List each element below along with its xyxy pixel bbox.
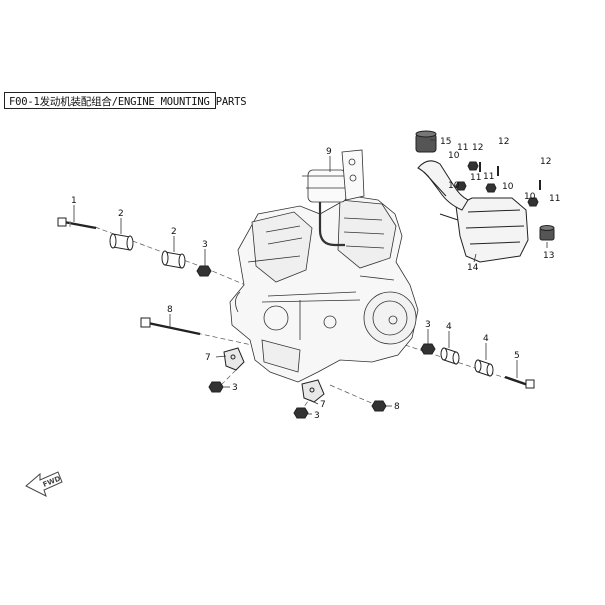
callout-c11d: 11: [549, 194, 560, 204]
callout-c7b: 7: [320, 400, 326, 410]
bolt-5: [504, 375, 535, 389]
callout-c1: 1: [71, 196, 77, 206]
engine-assembly: [229, 149, 419, 383]
nut-3a: [196, 265, 212, 277]
bolt-8a: [140, 317, 201, 336]
callout-c10c: 10: [502, 182, 514, 192]
callout-c2b: 2: [171, 227, 177, 237]
callout-c12b: 12: [498, 137, 509, 147]
callout-c13: 13: [543, 251, 554, 261]
nut-3d: [293, 407, 309, 419]
title-box: F00-1发动机装配组合/ENGINE MOUNTING PARTS: [4, 92, 247, 109]
leader-lines: [73, 139, 548, 415]
callout-c4a: 4: [446, 322, 452, 332]
callout-c3d: 3: [314, 411, 320, 421]
nut-3c: [208, 381, 224, 393]
callout-c3c: 3: [232, 383, 238, 393]
callout-c10b: 10: [448, 181, 460, 191]
callout-c10d: 10: [524, 192, 536, 202]
callout-c8b: 8: [394, 402, 400, 412]
callout-c2a: 2: [118, 209, 124, 219]
nut-8b: [371, 400, 387, 412]
callout-c11c: 11: [483, 172, 494, 182]
airbox-14: [439, 197, 529, 263]
callout-c10a: 10: [448, 151, 460, 161]
callout-c15: 15: [440, 137, 451, 147]
callout-c14: 14: [467, 263, 479, 273]
callout-c8a: 8: [167, 305, 173, 315]
bolt-1: [57, 217, 97, 230]
cap-13: [539, 225, 555, 241]
callout-c11b: 11: [470, 173, 481, 183]
bushing-4a: [440, 347, 460, 365]
callout-c3a: 3: [202, 240, 208, 250]
callout-c4b: 4: [483, 334, 489, 344]
bushing-2a: [109, 233, 134, 251]
small-fasteners: [455, 161, 541, 207]
callout-c9: 9: [326, 147, 332, 157]
bushing-4b: [474, 359, 494, 377]
bracket-7a: [223, 347, 245, 371]
callout-c3b: 3: [425, 320, 431, 330]
callout-c7a: 7: [205, 353, 211, 363]
fwd-arrow: [25, 471, 63, 497]
callout-c5: 5: [514, 351, 520, 361]
filter-cap-15: [415, 130, 437, 153]
bushing-2b: [161, 250, 186, 269]
diagram-title: F00-1发动机装配组合/ENGINE MOUNTING PARTS: [9, 96, 247, 108]
callout-c11a: 11: [457, 143, 468, 153]
callout-c12c: 12: [540, 157, 551, 167]
nut-3b: [420, 343, 436, 355]
callout-c12a: 12: [472, 143, 483, 153]
bracket-7b: [301, 379, 325, 403]
intake-tube: [417, 160, 469, 211]
